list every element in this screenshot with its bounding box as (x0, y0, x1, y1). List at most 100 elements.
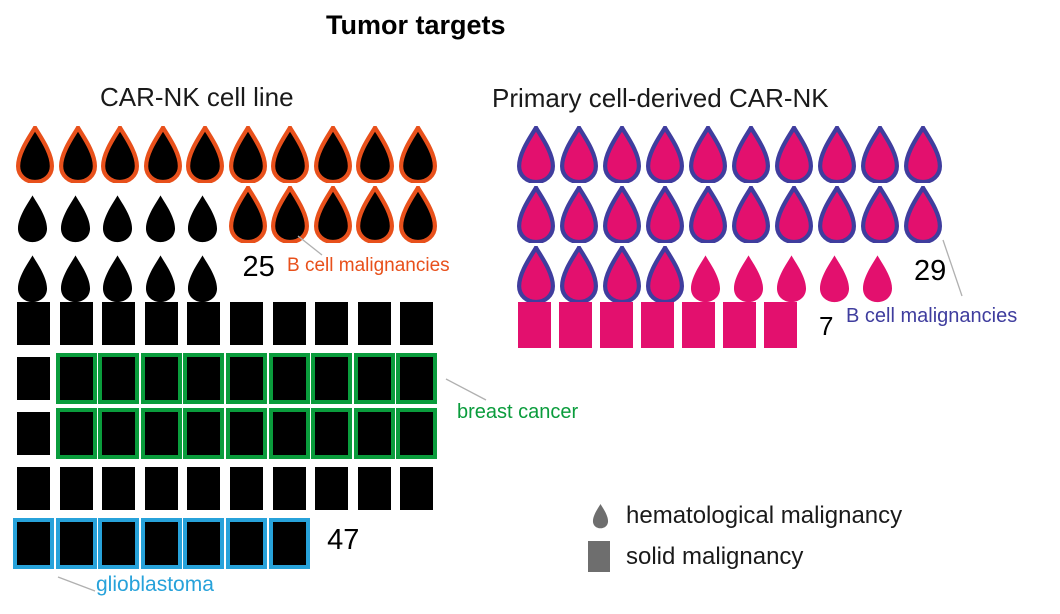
square-icon (17, 412, 50, 455)
drop-row (16, 126, 441, 183)
drop-row: 29 (517, 246, 947, 303)
outlined-square-icon (229, 522, 263, 565)
annotation-glioblastoma: glioblastoma (96, 573, 214, 596)
square-icon (400, 467, 434, 510)
connector-line-glio (57, 576, 96, 592)
outlined-square-icon (357, 412, 391, 455)
square-icon (102, 302, 136, 345)
outlined-drop-icon (271, 126, 309, 183)
annotation-b-cell-malignancies-right: B cell malignancies (846, 305, 1018, 327)
legend-item: hematological malignancy (588, 502, 902, 530)
square-row (17, 467, 443, 510)
panel-title-car-nk-cell-line: CAR-NK cell line (100, 82, 294, 112)
outlined-drop-icon (186, 126, 224, 183)
outlined-drop-icon (775, 126, 813, 183)
outlined-square-icon (357, 357, 391, 400)
count-label: 25 (242, 251, 275, 283)
outlined-square-icon (59, 522, 93, 565)
outlined-drop-icon (271, 186, 309, 243)
drop-icon (862, 255, 893, 303)
drop-row: 25 (16, 246, 441, 303)
square-icon (682, 302, 715, 348)
square-row: 7 (518, 302, 833, 348)
square-icon (357, 467, 391, 510)
outlined-drop-icon (517, 126, 555, 183)
outlined-drop-icon (689, 126, 727, 183)
outlined-drop-icon (517, 246, 555, 303)
outlined-square-icon (400, 412, 434, 455)
drop-icon (17, 255, 48, 303)
square-icon (17, 302, 50, 345)
square-row: 47 (17, 522, 443, 565)
outlined-drop-icon (143, 126, 182, 183)
outlined-square-icon (17, 522, 50, 565)
drop-icon (60, 255, 90, 303)
outlined-square-icon (272, 357, 306, 400)
outlined-square-icon (144, 522, 178, 565)
outlined-drop-icon (313, 126, 352, 183)
outlined-drop-icon (356, 126, 394, 183)
outlined-drop-icon (560, 246, 598, 303)
square-icon (229, 467, 263, 510)
square-icon (102, 467, 136, 510)
square-row (17, 412, 443, 455)
outlined-drop-icon (646, 126, 684, 183)
drop-icon (102, 255, 133, 303)
outlined-drop-icon (603, 246, 641, 303)
drop-row (517, 126, 947, 183)
drop-icon (17, 195, 48, 243)
outlined-drop-icon (603, 126, 641, 183)
outlined-drop-icon (101, 126, 139, 183)
count-label: 7 (819, 311, 834, 341)
outlined-square-icon (187, 357, 221, 400)
outlined-drop-icon (58, 126, 97, 183)
outlined-drop-icon (228, 186, 267, 243)
outlined-square-icon (144, 357, 178, 400)
outlined-drop-icon (313, 186, 352, 243)
panel-title-primary-cell-derived-car-nk: Primary cell-derived CAR-NK (492, 83, 829, 113)
outlined-square-icon (272, 522, 306, 565)
outlined-drop-icon (398, 186, 437, 243)
outlined-drop-icon (904, 126, 942, 183)
square-icon (17, 467, 50, 510)
drop-icon (187, 195, 218, 243)
count-label: 29 (914, 255, 947, 287)
square-icon (641, 302, 674, 348)
outlined-drop-icon (732, 126, 770, 183)
outlined-square-icon (272, 412, 306, 455)
outlined-drop-icon (775, 186, 813, 243)
outlined-square-icon (315, 412, 349, 455)
drop-icon (733, 255, 764, 303)
outlined-drop-icon (646, 246, 684, 303)
square-icon (144, 467, 178, 510)
square-icon (559, 302, 592, 348)
drop-icon (776, 255, 807, 303)
square-icon (272, 302, 306, 345)
outlined-drop-icon (398, 126, 437, 183)
outlined-drop-icon (689, 186, 727, 243)
drop-icon (819, 255, 850, 303)
square-icon (144, 302, 178, 345)
square-icon (723, 302, 756, 348)
square-icon (518, 302, 551, 348)
square-icon (187, 302, 221, 345)
right-panel-square-grid: 7 (518, 302, 833, 360)
drop-icon (187, 255, 218, 303)
outlined-drop-icon (560, 186, 598, 243)
square-icon (17, 357, 50, 400)
square-icon (187, 467, 221, 510)
square-icon (400, 302, 434, 345)
legend-square-icon (588, 541, 610, 572)
drop-icon (145, 255, 175, 303)
square-icon (272, 467, 306, 510)
annotation-breast-cancer: breast cancer (457, 401, 579, 423)
outlined-square-icon (400, 357, 434, 400)
figure-title: Tumor targets (326, 10, 506, 40)
outlined-drop-icon (16, 126, 54, 183)
annotation-b-cell-malignancies-left: B cell malignancies (287, 255, 450, 276)
legend-drop-icon (592, 503, 609, 529)
right-panel-drop-grid: 29 (517, 126, 947, 306)
square-icon (59, 467, 93, 510)
